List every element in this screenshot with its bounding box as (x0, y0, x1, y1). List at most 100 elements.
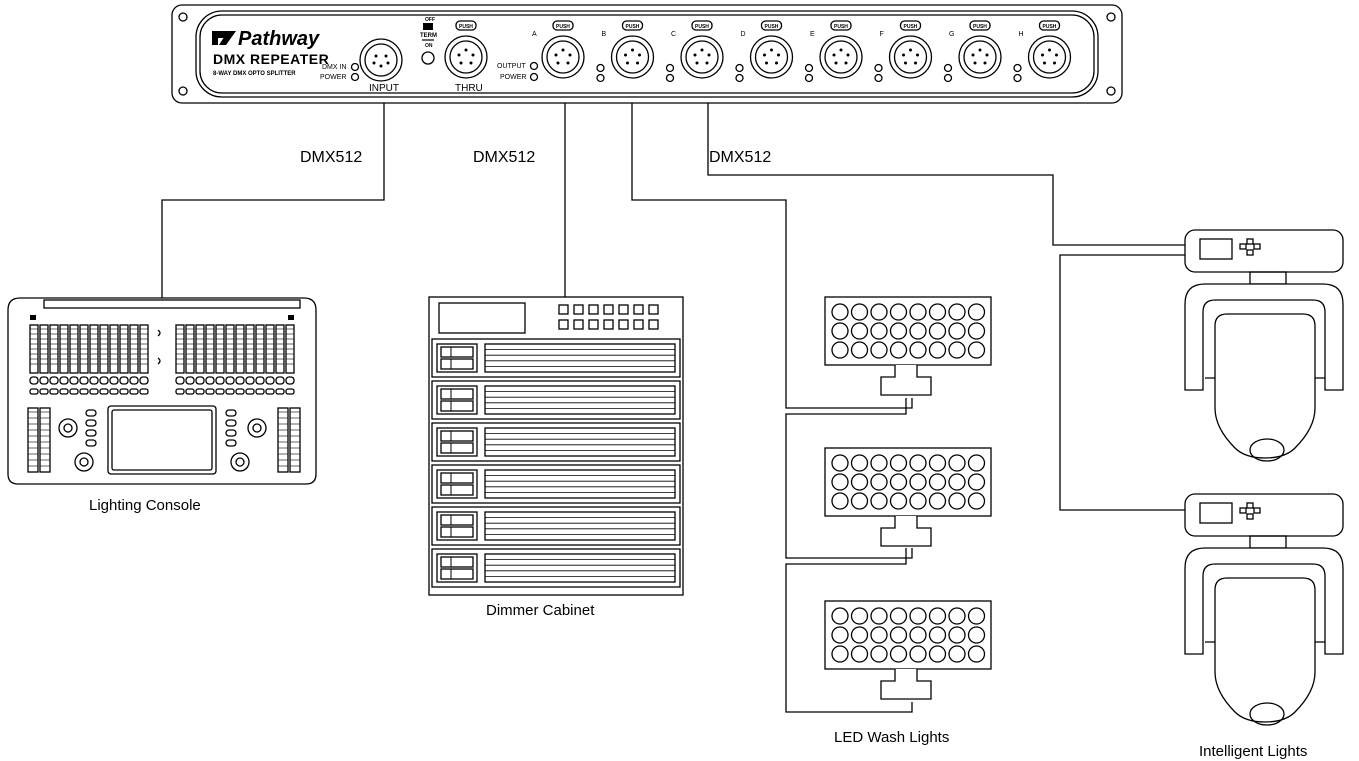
dimmer-button-grid (558, 304, 659, 330)
cable-mover-1 (707, 103, 1185, 246)
cable-label-dimmer: DMX512 (473, 149, 535, 166)
dimmer-button (573, 304, 584, 315)
lighting-console (7, 297, 317, 485)
dmx-cables (161, 103, 1185, 713)
term-switch[interactable]: OFF TERM ON (420, 17, 437, 65)
output-port-d[interactable]: D PUSH (735, 20, 794, 83)
svg-text:PUSH: PUSH (626, 24, 640, 30)
led-wash-lights (824, 296, 992, 700)
dimmer-modules (431, 338, 681, 588)
svg-text:PUSH: PUSH (765, 24, 779, 30)
svg-text:PUSH: PUSH (973, 24, 987, 30)
led-wash-fixture (824, 600, 992, 700)
power-led-icon (943, 73, 953, 83)
port-letter: H (1019, 31, 1024, 38)
svg-text:PUSH: PUSH (904, 24, 918, 30)
svg-text:ON: ON (425, 43, 433, 49)
thru-xlr-connector[interactable]: PUSH (444, 20, 488, 79)
cable-mover-2 (1059, 254, 1185, 511)
cable-label-console: DMX512 (300, 149, 362, 166)
power-label-a: POWER (500, 74, 526, 81)
console-screen (107, 405, 217, 475)
output-led-icon (665, 63, 675, 73)
input-xlr-connector[interactable] (359, 38, 403, 82)
dimmer-module (431, 464, 681, 504)
output-port-f[interactable]: F PUSH (874, 20, 933, 83)
svg-text:PUSH: PUSH (1043, 24, 1057, 30)
dimmer-button (603, 304, 614, 315)
dimmer-button (633, 319, 644, 330)
svg-text:OFF: OFF (425, 17, 435, 23)
svg-text:TERM: TERM (420, 33, 437, 39)
dimmer-cabinet (428, 296, 684, 596)
output-port-c[interactable]: C PUSH (665, 20, 724, 83)
port-letter: C (671, 31, 676, 38)
output-led-icon (735, 63, 744, 73)
led-wash-fixture (824, 447, 992, 547)
power-led-icon (1013, 73, 1022, 83)
intelligent-lights (1184, 229, 1344, 726)
console-label: Lighting Console (89, 497, 201, 514)
svg-text:PUSH: PUSH (556, 24, 570, 30)
cable-led-3 (785, 548, 913, 713)
rack-screw-icon (1106, 86, 1116, 96)
power-led-icon (596, 73, 605, 83)
moving-head-fixture (1184, 229, 1344, 462)
power-led-icon (804, 73, 814, 83)
port-letter: D (741, 31, 746, 38)
output-led-icon (596, 63, 605, 73)
model-subtitle: 8-WAY DMX OPTO SPLITTER (213, 71, 296, 77)
dimmer-button (588, 304, 599, 315)
dimmer-button (573, 319, 584, 330)
power-label: POWER (320, 74, 346, 81)
dmx-in-led-icon (350, 62, 360, 72)
port-letter: A (532, 31, 537, 38)
rack-screw-icon (178, 12, 188, 22)
output-port-e[interactable]: E PUSH (804, 20, 863, 83)
power-led-icon (874, 73, 883, 83)
pathway-logo-icon (212, 31, 236, 45)
port-letter: B (602, 31, 607, 38)
dimmer-button (588, 319, 599, 330)
input-label: INPUT (369, 83, 399, 94)
dimmer-button (648, 304, 659, 315)
dimmer-button (648, 319, 659, 330)
output-led-icon (874, 63, 883, 73)
port-letter: E (810, 31, 815, 38)
dimmer-button (618, 304, 629, 315)
dmx-in-label: DMX IN (322, 64, 347, 71)
output-port-h[interactable]: H PUSH (1013, 20, 1072, 83)
dimmer-module (431, 506, 681, 546)
brand-name: Pathway (238, 28, 320, 50)
rack-screw-icon (1106, 12, 1116, 22)
output-led-icon (804, 63, 814, 73)
output-label: OUTPUT (497, 63, 527, 70)
cable-console (161, 103, 385, 298)
svg-text:PUSH: PUSH (695, 24, 709, 30)
console-dpad-icon (58, 418, 267, 472)
dimmer-module (431, 380, 681, 420)
svg-text:PUSH: PUSH (834, 24, 848, 30)
power-led-icon (665, 73, 675, 83)
output-port-a[interactable]: A PUSH (532, 20, 585, 79)
intelligent-label: Intelligent Lights (1199, 743, 1307, 760)
moving-head-fixture (1184, 493, 1344, 726)
port-letter: F (880, 31, 884, 38)
led-wash-fixture (824, 296, 992, 396)
cable-led-1 (631, 103, 913, 409)
power-led-icon (350, 72, 360, 82)
output-port-b[interactable]: B PUSH (596, 20, 655, 83)
thru-label: THRU (455, 83, 483, 94)
rack-screw-icon (178, 86, 188, 96)
dimmer-label: Dimmer Cabinet (486, 602, 595, 619)
dimmer-module (431, 548, 681, 588)
output-led-icon (1013, 63, 1022, 73)
term-knob-icon (421, 51, 435, 65)
power-led-icon (735, 73, 744, 83)
output-led-icon (529, 61, 539, 71)
console-fader-bank (27, 324, 301, 473)
power-led-icon (529, 72, 539, 82)
model-name: DMX REPEATER (213, 51, 329, 67)
